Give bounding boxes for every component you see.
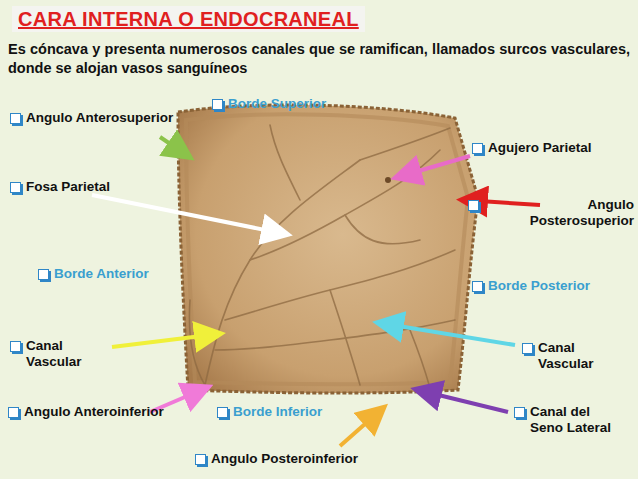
part-label: Borde Inferior [215, 404, 322, 420]
diagram-title: CARA INTERNA O ENDOCRANEAL [12, 6, 365, 32]
part-label: Angulo Posteroinferior [193, 451, 358, 467]
part-label: Borde Superior [210, 96, 326, 112]
description-text: Es cóncava y presenta numerosos canales … [8, 40, 630, 78]
leader-line [380, 323, 515, 345]
part-label: Borde Anterior [36, 266, 149, 282]
part-label: Canal Vascular [520, 340, 634, 373]
leader-line [398, 156, 470, 177]
part-label: Canal Vascular [8, 338, 122, 371]
part-label: Angulo Anterosuperior [8, 110, 176, 126]
parietal-bone [178, 105, 478, 393]
part-label: Canal del Seno Lateral [512, 404, 612, 437]
part-label: Agujero Parietal [470, 140, 592, 156]
leader-line [340, 409, 382, 446]
part-label: Fosa Parietal [8, 179, 112, 195]
leader-line [112, 334, 218, 347]
part-label: Angulo Anteroinferior [6, 404, 164, 420]
leader-line [92, 195, 285, 234]
part-label: Borde Posterior [470, 278, 590, 294]
leader-line [160, 137, 188, 156]
part-label: Angulo Posterosuperior [466, 197, 634, 230]
parietal-foramen [385, 177, 391, 183]
leader-line [418, 390, 508, 412]
